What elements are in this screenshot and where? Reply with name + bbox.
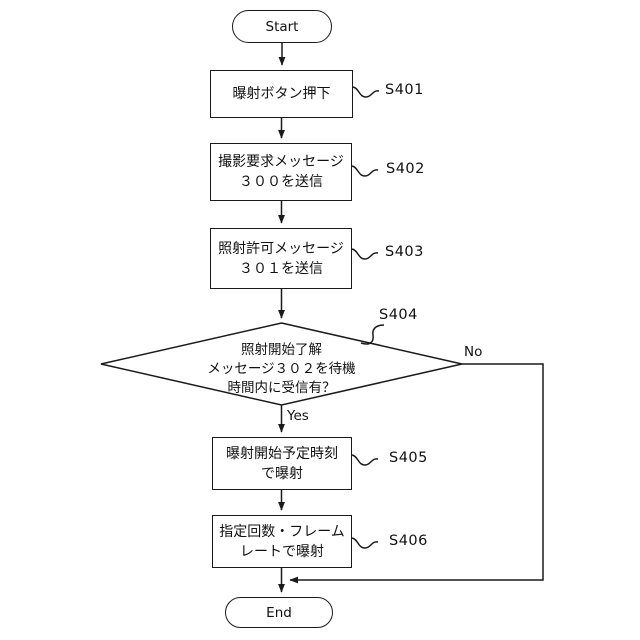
no-label: No xyxy=(464,344,483,360)
arrow-s404-no-branch xyxy=(289,363,544,584)
step-label-s403: S403 xyxy=(385,244,424,260)
process-box-s406: 指定回数・フレーム レートで曝射 xyxy=(212,515,352,568)
process-box-s402: 撮影要求メッセージ ３００を送信 xyxy=(210,143,352,201)
process-text-s401: 曝射ボタン押下 xyxy=(232,86,331,102)
process-text-s406: 指定回数・フレーム レートで曝射 xyxy=(219,523,345,560)
end-node: End xyxy=(225,597,333,628)
step-label-s402: S402 xyxy=(386,161,425,177)
decision-diamond-shape xyxy=(100,322,463,406)
process-text-s403: 照射許可メッセージ ３０１を送信 xyxy=(218,240,344,277)
step-label-s404: S404 xyxy=(379,307,418,323)
squiggle-s406 xyxy=(351,537,379,549)
step-label-s401: S401 xyxy=(385,82,424,98)
squiggle-s402 xyxy=(351,165,379,177)
squiggle-s403 xyxy=(351,248,379,260)
start-label: Start xyxy=(265,18,299,35)
step-label-s406: S406 xyxy=(389,533,428,549)
process-box-s405: 曝射開始予定時刻 で曝射 xyxy=(212,437,352,490)
process-box-s403: 照射許可メッセージ ３０１を送信 xyxy=(210,228,352,289)
squiggle-s404 xyxy=(360,324,385,345)
process-box-s401: 曝射ボタン押下 xyxy=(210,70,353,118)
end-label: End xyxy=(266,604,292,621)
yes-label: Yes xyxy=(287,408,309,424)
process-text-s405: 曝射開始予定時刻 で曝射 xyxy=(226,445,338,482)
squiggle-s405 xyxy=(351,454,379,466)
step-label-s405: S405 xyxy=(389,450,428,466)
decision-text-s404: 照射開始了解 メッセージ３０２を待機 時間内に受信有？ xyxy=(207,342,356,396)
start-node: Start xyxy=(232,10,332,43)
process-text-s402: 撮影要求メッセージ ３００を送信 xyxy=(218,154,344,190)
squiggle-s401 xyxy=(352,86,380,98)
